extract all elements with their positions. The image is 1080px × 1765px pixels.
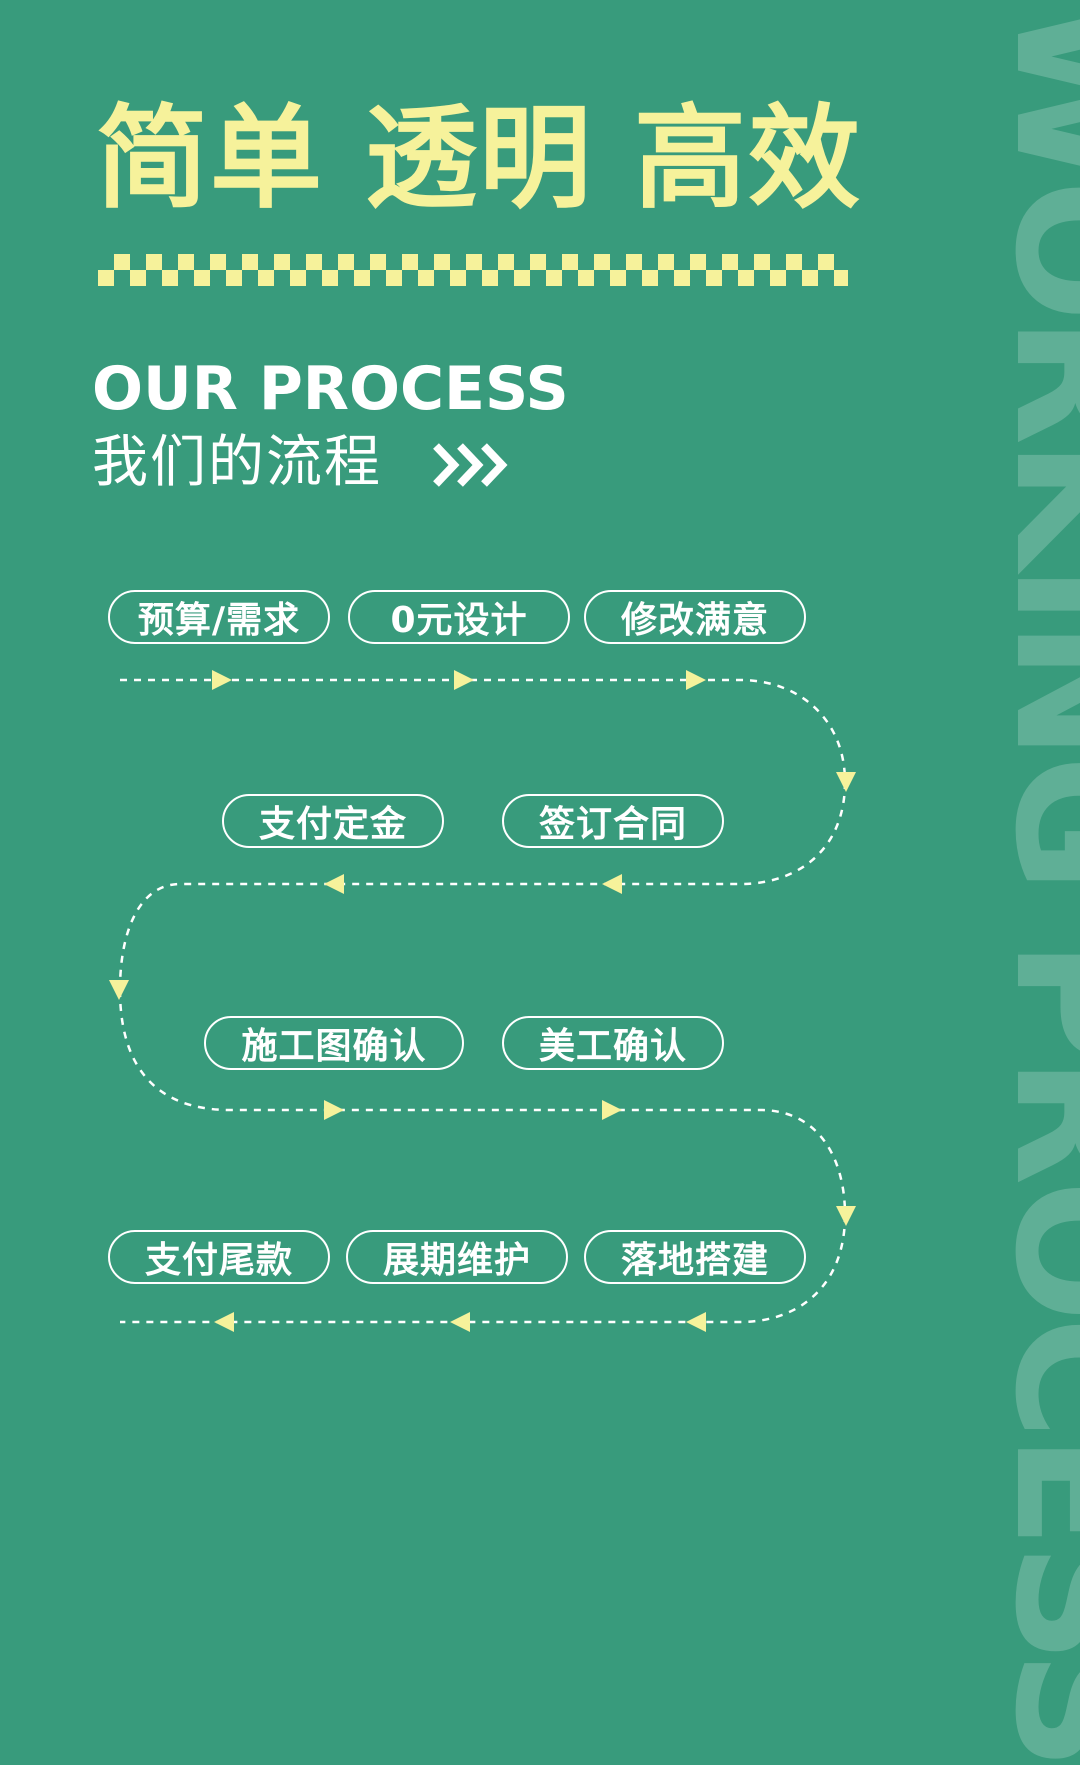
arrow-left-1 (602, 874, 622, 894)
headline: 简单 透明 高效 (96, 94, 862, 224)
checker-divider (98, 254, 848, 286)
subtitle-en: OUR PROCESS (92, 354, 569, 424)
arrow-down-3 (836, 1206, 856, 1226)
step-build: 落地搭建 (584, 1230, 806, 1284)
arrow-left-3 (686, 1312, 706, 1332)
process-flow-path (109, 670, 856, 1332)
arrow-right-4 (324, 1100, 344, 1120)
arrow-down-1 (836, 772, 856, 792)
arrow-right-1 (212, 670, 232, 690)
subtitle-cn: 我们的流程 (92, 430, 382, 495)
arrow-right-5 (602, 1100, 622, 1120)
triple-chevron-right-icon (433, 443, 508, 487)
step-budget: 预算/需求 (108, 590, 330, 644)
step-sign-contract: 签订合同 (502, 794, 724, 848)
arrow-left-4 (450, 1312, 470, 1332)
arrow-down-2 (109, 980, 129, 1000)
arrow-left-2 (324, 874, 344, 894)
step-pay-deposit: 支付定金 (222, 794, 444, 848)
step-revise: 修改满意 (584, 590, 806, 644)
step-free-design: 0元设计 (348, 590, 570, 644)
arrow-left-5 (214, 1312, 234, 1332)
arrow-right-3 (686, 670, 706, 690)
step-construction-drawing: 施工图确认 (204, 1016, 464, 1070)
step-artwork-confirm: 美工确认 (502, 1016, 724, 1070)
step-maintenance: 展期维护 (346, 1230, 568, 1284)
arrow-right-2 (454, 670, 474, 690)
step-final-payment: 支付尾款 (108, 1230, 330, 1284)
